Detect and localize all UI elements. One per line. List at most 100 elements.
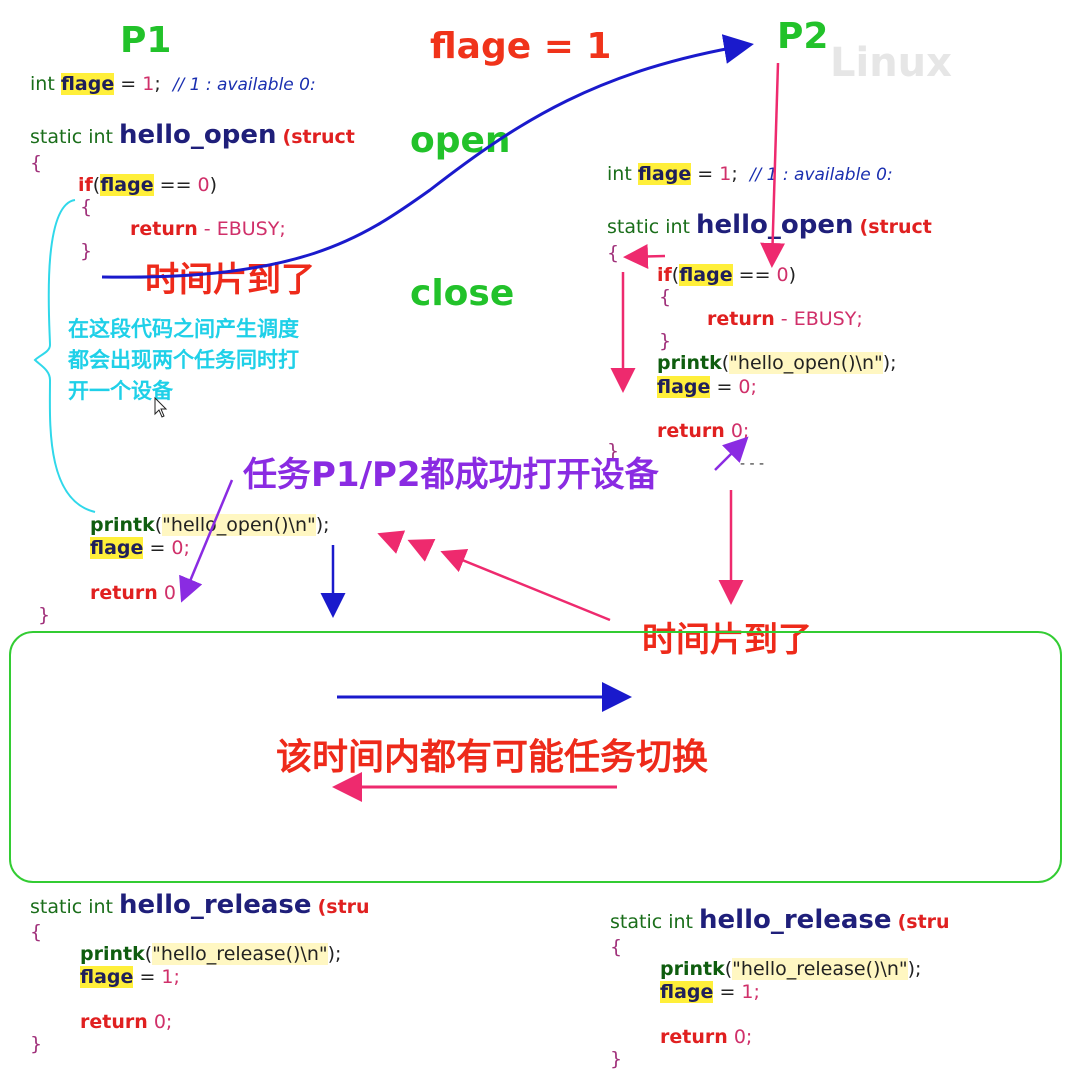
printk-keyword: printk xyxy=(90,514,155,536)
open-string: "hello_open()\n" xyxy=(162,514,316,536)
struct-keyword: (stru xyxy=(897,911,950,933)
purple-arrow-to-p1-return xyxy=(179,479,234,603)
both-tasks-opened-note: 任务P1/P2都成功打开设备 xyxy=(243,455,659,495)
p1-hello-open-signature: static int hello_open (struct xyxy=(30,120,355,150)
p1-if-open-brace: { xyxy=(80,196,93,218)
scheduling-note: 在这段代码之间产生调度都会出现两个任务同时打开一个设备 xyxy=(68,317,299,403)
zero-semi: 0; xyxy=(733,1026,753,1048)
pink-p2-down-arrow xyxy=(760,62,786,268)
task-switch-region-box xyxy=(9,631,1062,883)
p2-if-close-brace: } xyxy=(659,330,672,352)
pink-small-arrowhead-2 xyxy=(377,530,406,554)
pink-back-to-p1-arrow xyxy=(440,548,611,622)
p1-label: P1 xyxy=(120,20,172,61)
struct-keyword: (stru xyxy=(317,896,370,918)
struct-keyword: (struct xyxy=(859,216,932,238)
semicolon: ; xyxy=(154,73,161,95)
return-keyword: return xyxy=(80,1011,148,1033)
static-int-keyword: static int xyxy=(30,896,113,918)
if-keyword: if xyxy=(657,264,672,286)
p1-if-close-brace: } xyxy=(80,240,93,262)
watermark-logo: Linux xyxy=(830,40,952,86)
purple-arrow-to-p2-return xyxy=(714,436,749,471)
p2-release-open-brace: { xyxy=(610,936,623,958)
p1-release-close-brace: } xyxy=(30,1033,43,1055)
if-keyword: if xyxy=(78,174,93,196)
return-keyword: return xyxy=(707,308,775,330)
p2-flage-zero: flage = 0; xyxy=(657,376,757,398)
num-zero: 0 xyxy=(197,174,210,196)
p2-printk-open: printk("hello_open()\n"); xyxy=(657,352,897,374)
printk-keyword: printk xyxy=(80,943,145,965)
availability-comment: // 1 : available 0: xyxy=(172,75,316,95)
flage-var: flage xyxy=(637,163,692,185)
printk-keyword: printk xyxy=(660,958,725,980)
zero-semi: 0; xyxy=(738,376,757,398)
num-one: 1 xyxy=(719,163,732,185)
return-keyword: return xyxy=(657,420,725,442)
p1-close-brace: } xyxy=(38,604,51,626)
p1-return-ebusy: return - EBUSY; xyxy=(130,218,286,240)
lparen: ( xyxy=(721,352,730,374)
assign-op: = xyxy=(114,73,143,95)
pink-left-arrow xyxy=(623,243,666,269)
p2-if-open-brace: { xyxy=(659,286,672,308)
one-semi: 1; xyxy=(741,981,760,1003)
hello-release-func-name: hello_release xyxy=(119,890,312,920)
flage-var: flage xyxy=(100,174,154,196)
assign-op: = xyxy=(133,966,162,988)
p2-flage-one: flage = 1; xyxy=(660,981,760,1003)
static-int-keyword: static int xyxy=(30,126,113,148)
close-paren-semi: ); xyxy=(907,958,922,980)
ebusy-value: - EBUSY; xyxy=(774,308,863,330)
p2-if-statement: if(flage == 0) xyxy=(657,264,796,286)
int-keyword: int xyxy=(607,163,632,185)
eqeq-op: == xyxy=(732,264,777,286)
return-keyword: return xyxy=(660,1026,728,1048)
p2-open-brace: { xyxy=(607,242,620,264)
one-semi: 1; xyxy=(161,966,180,988)
watermark-text: Linux xyxy=(830,40,952,86)
lparen: ( xyxy=(144,943,153,965)
close-paren-semi: ); xyxy=(882,352,897,374)
eqeq-op: == xyxy=(153,174,198,196)
p2-hello-release-signature: static int hello_release (stru xyxy=(610,905,950,935)
p1-if-statement: if(flage == 0) xyxy=(78,174,217,196)
semicolon: ; xyxy=(731,163,738,185)
flage-var: flage xyxy=(657,376,711,398)
assign-op: = xyxy=(710,376,739,398)
p1-printk-open: printk("hello_open()\n"); xyxy=(90,514,330,536)
lparen: ( xyxy=(724,958,733,980)
hello-release-func-name: hello_release xyxy=(699,905,892,935)
p2-return-ebusy: return - EBUSY; xyxy=(707,308,863,330)
cyan-brace xyxy=(33,199,96,513)
ebusy-value: - EBUSY; xyxy=(197,218,286,240)
close-paren-semi: ); xyxy=(327,943,342,965)
num-zero: 0 xyxy=(776,264,789,286)
p2-flage-declaration: int flage = 1; // 1 : available 0: xyxy=(607,163,893,185)
p2-release-return-zero: return 0; xyxy=(660,1026,752,1048)
timeslice-label-1: 时间片到了 xyxy=(145,260,315,300)
zero-semi: 0; xyxy=(153,1011,173,1033)
flage-var: flage xyxy=(660,981,714,1003)
open-string: "hello_open()\n" xyxy=(729,352,883,374)
p1-printk-release: printk("hello_release()\n"); xyxy=(80,943,341,965)
assign-op: = xyxy=(691,163,720,185)
static-int-keyword: static int xyxy=(610,911,693,933)
blue-switch-arrow xyxy=(101,34,754,279)
task-switch-note: 该时间内都有可能任务切换 xyxy=(276,737,709,778)
static-int-keyword: static int xyxy=(607,216,690,238)
p2-close-brace: } xyxy=(607,440,620,462)
hello-open-func-name: hello_open xyxy=(696,210,854,240)
p1-release-return-zero: return 0; xyxy=(80,1011,172,1033)
assign-op: = xyxy=(713,981,742,1003)
rparen: ) xyxy=(209,174,218,196)
flage-equals-one-label: flage = 1 xyxy=(430,26,612,67)
int-keyword: int xyxy=(30,73,55,95)
mouse-cursor-icon xyxy=(154,396,168,418)
flage-var: flage xyxy=(90,537,144,559)
return-keyword: return xyxy=(130,218,198,240)
p2-label: P2 xyxy=(777,16,829,57)
p2-release-close-brace: } xyxy=(610,1048,623,1070)
